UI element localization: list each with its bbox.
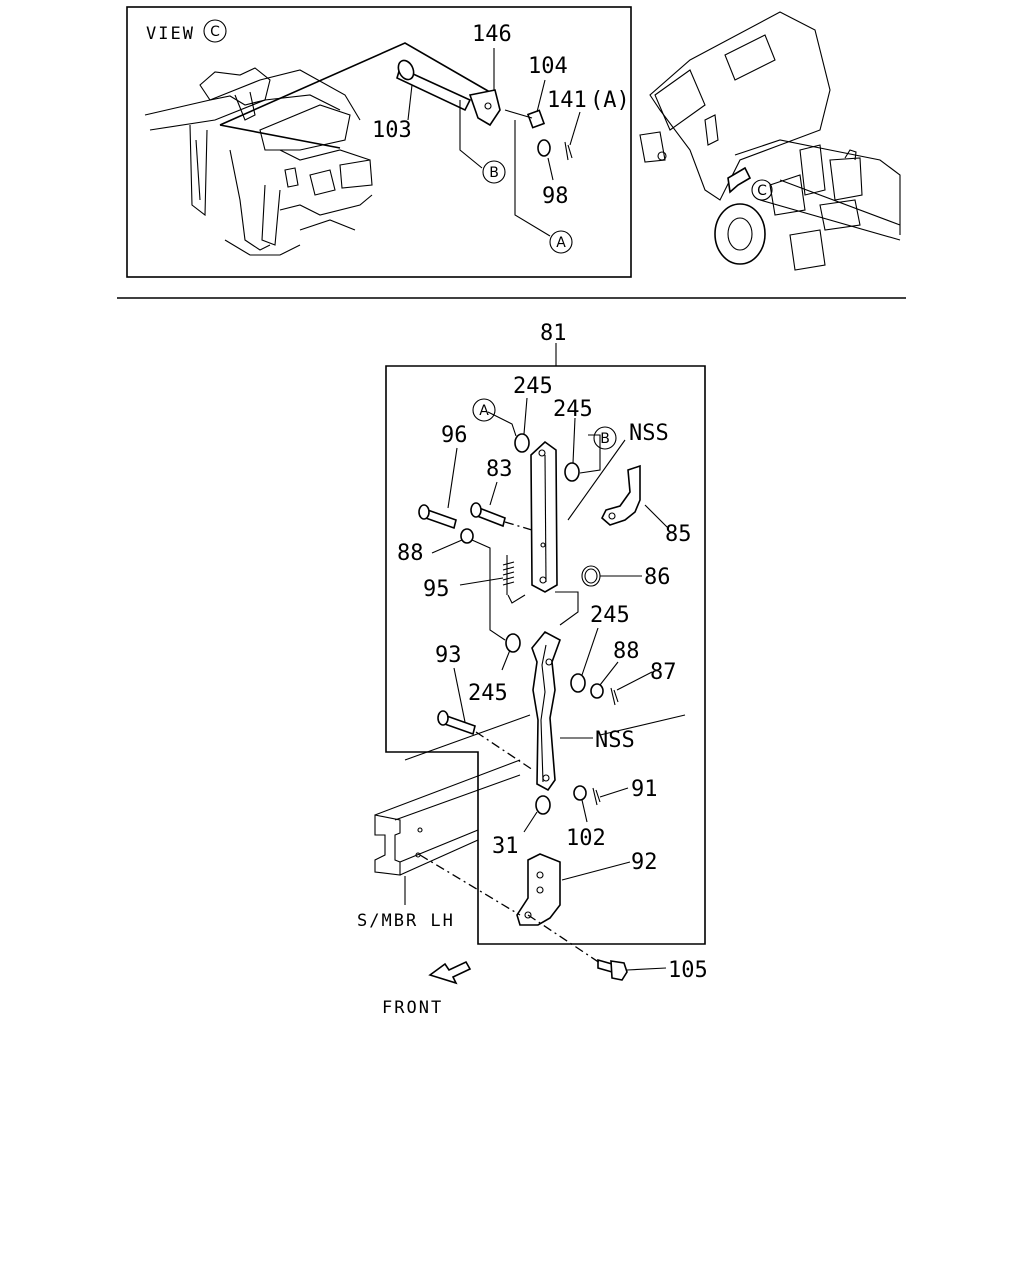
- callout-104: 104: [528, 54, 568, 79]
- callout-81: 81: [540, 321, 567, 346]
- truck-view-ref: C: [757, 183, 767, 199]
- view-c-inset: VIEW C: [126, 6, 632, 278]
- bolt-105: [597, 958, 628, 981]
- callout-96: 96: [441, 423, 468, 448]
- washer-102: [573, 785, 587, 801]
- callout-245-b: 245: [553, 397, 593, 422]
- callout-nss-top: NSS: [629, 421, 669, 446]
- cotter-87: [610, 687, 619, 706]
- callout-92: 92: [631, 850, 658, 875]
- callout-31: 31: [492, 834, 519, 859]
- callout-98: 98: [542, 184, 569, 209]
- callout-nss-low: NSS: [595, 728, 635, 753]
- callout-245-low: 245: [468, 681, 508, 706]
- cab-windshield: [654, 69, 706, 131]
- callout-102: 102: [566, 826, 606, 851]
- front-label: FRONT: [382, 998, 443, 1018]
- ref-b-main: B: [600, 431, 610, 447]
- view-ref-c-circle: [751, 179, 773, 201]
- inset-frame: [126, 6, 632, 278]
- callout-105: 105: [668, 958, 708, 983]
- cotter-141: [564, 141, 573, 161]
- group-81-frame: [385, 365, 706, 945]
- callout-86: 86: [644, 565, 671, 590]
- pin-96: [418, 504, 457, 530]
- callout-83: 83: [486, 457, 513, 482]
- ref-a-circle: [549, 230, 573, 254]
- ref-b: B: [489, 165, 499, 181]
- pin-93: [437, 710, 476, 736]
- washer-88-left: [460, 528, 474, 544]
- lower-link-arm: [531, 630, 561, 792]
- view-ref: C: [210, 24, 220, 40]
- callout-95: 95: [423, 577, 450, 602]
- washer-245-mid: [570, 673, 586, 693]
- callout-141: 141: [547, 88, 587, 113]
- callout-93: 93: [435, 643, 462, 668]
- callout-87: 87: [650, 660, 677, 685]
- chassis-sketch: [144, 67, 373, 256]
- ref-b-circle-main: [593, 426, 617, 450]
- view-arrow-icon: [727, 166, 752, 194]
- callout-88-left: 88: [397, 541, 424, 566]
- ref-b-circle: [482, 160, 506, 184]
- washer-98: [537, 139, 551, 157]
- bolt-104: [504, 109, 546, 129]
- spring-95: [502, 555, 526, 604]
- bushing-245-top: [514, 433, 530, 453]
- side-member-lh: [374, 759, 521, 916]
- main-assembly: 81: [357, 321, 708, 1018]
- washer-88-right: [590, 683, 604, 699]
- callout-245-top: 245: [513, 374, 553, 399]
- ref-a-circle-main: [472, 398, 496, 422]
- truck-sketch: C: [639, 11, 901, 271]
- callout-91: 91: [631, 777, 658, 802]
- cotter-91: [592, 787, 601, 806]
- ref-a: A: [556, 235, 566, 251]
- front-wheel: [714, 203, 766, 265]
- bushing-31: [535, 795, 551, 815]
- bracket-92: [516, 853, 561, 926]
- ref-a-main: A: [479, 403, 489, 419]
- front-arrow-icon: [428, 960, 472, 985]
- side-member-label: S/MBR LH: [357, 911, 455, 931]
- callout-88-right: 88: [613, 639, 640, 664]
- bracket-146: [468, 89, 501, 127]
- callout-85: 85: [665, 522, 692, 547]
- bushing-245-low: [505, 633, 521, 653]
- pin-103: [396, 59, 472, 112]
- callout-103: 103: [372, 118, 412, 143]
- view-ref-circle: [203, 19, 227, 43]
- callout-146: 146: [472, 22, 512, 47]
- pin-83: [470, 502, 506, 528]
- callout-245-mid: 245: [590, 603, 630, 628]
- view-label: VIEW: [146, 24, 195, 44]
- washer-245-b: [564, 462, 580, 482]
- bracket-85: [601, 464, 641, 526]
- upper-link-arm: [530, 440, 558, 593]
- callout-141-ref: (A): [590, 88, 630, 113]
- cab-window-top: [724, 34, 776, 81]
